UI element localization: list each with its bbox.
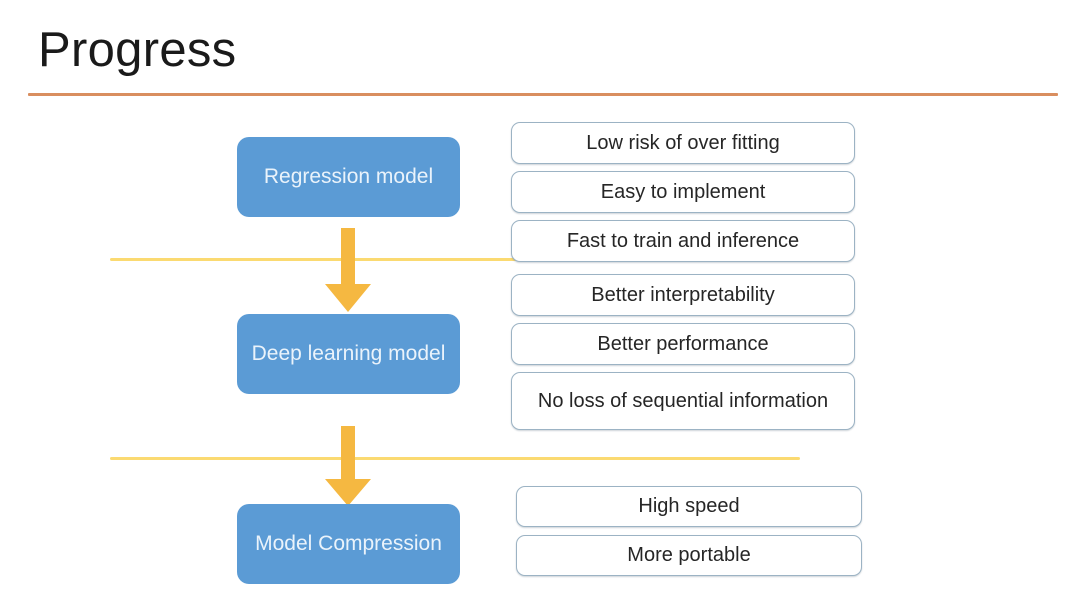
- stage-box-model-compression[interactable]: Model Compression: [237, 504, 460, 584]
- stage-box-regression-model[interactable]: Regression model: [237, 137, 460, 217]
- stage-label: Deep learning model: [251, 342, 446, 366]
- title-underline-rule: [28, 93, 1058, 96]
- stage-label: Regression model: [263, 165, 434, 189]
- benefit-box[interactable]: More portable: [516, 535, 862, 576]
- section-separator-line-1: [110, 258, 800, 261]
- benefit-box[interactable]: No loss of sequential information: [511, 372, 855, 430]
- stage-label: Model Compression: [255, 532, 442, 556]
- benefit-box[interactable]: Fast to train and inference: [511, 220, 855, 262]
- benefit-group-deep-learning-model: Better interpretability Better performan…: [511, 274, 855, 430]
- benefit-box[interactable]: Low risk of over fitting: [511, 122, 855, 164]
- benefit-group-regression-model: Low risk of over fitting Easy to impleme…: [511, 122, 855, 262]
- stage-box-deep-learning-model[interactable]: Deep learning model: [237, 314, 460, 394]
- benefit-box[interactable]: High speed: [516, 486, 862, 527]
- benefit-group-model-compression: High speed More portable: [516, 486, 862, 584]
- page-title: Progress: [38, 23, 237, 77]
- benefit-box[interactable]: Easy to implement: [511, 171, 855, 213]
- section-separator-line-2: [110, 457, 800, 460]
- benefit-box[interactable]: Better interpretability: [511, 274, 855, 316]
- benefit-box[interactable]: Better performance: [511, 323, 855, 365]
- arrow-down-icon-1: [320, 228, 376, 312]
- arrow-down-icon-2: [320, 426, 376, 506]
